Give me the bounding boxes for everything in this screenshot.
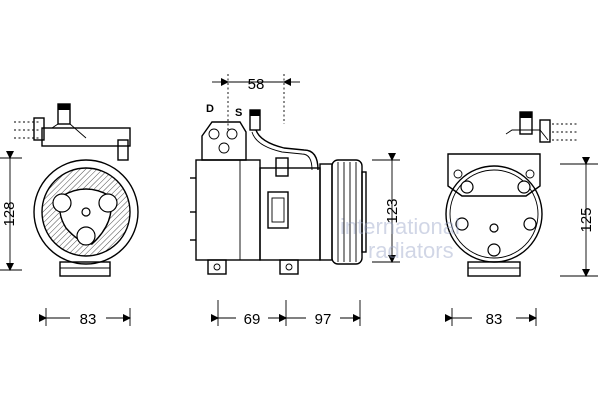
suction-port-label: S [235, 107, 242, 119]
front-view-left: 128 83 [0, 103, 139, 328]
width-dimension-label-right: 83 [486, 311, 503, 328]
width-dimension-label-left: 83 [80, 311, 97, 328]
watermark-line-2: radiators [368, 238, 454, 263]
watermark: international radiators [340, 214, 460, 263]
height-dimension-label-left: 128 [1, 201, 18, 226]
top-dimension-label: 58 [248, 76, 265, 93]
watermark-line-1: international [340, 214, 460, 239]
clutch-length-dimension-label: 97 [315, 311, 332, 328]
pulley-outer [33, 159, 139, 265]
rear-flange [447, 153, 541, 197]
discharge-port-label: D [206, 103, 214, 115]
top-mount-bracket [41, 127, 131, 147]
compressor-body [195, 159, 261, 261]
rear-view-right: 125 83 [445, 111, 598, 328]
body-length-dimension-label: 69 [244, 311, 261, 328]
height-dimension-label-right: 125 [578, 207, 595, 232]
compressor-rear-housing [259, 167, 321, 261]
side-view: 58 D S 1 [190, 74, 401, 328]
port-block [201, 121, 247, 161]
height-dimension-label-side: 123 [384, 198, 401, 223]
bottom-mount-foot [59, 261, 111, 277]
clutch-pulley [331, 159, 363, 265]
rear-bottom-foot [467, 261, 521, 277]
